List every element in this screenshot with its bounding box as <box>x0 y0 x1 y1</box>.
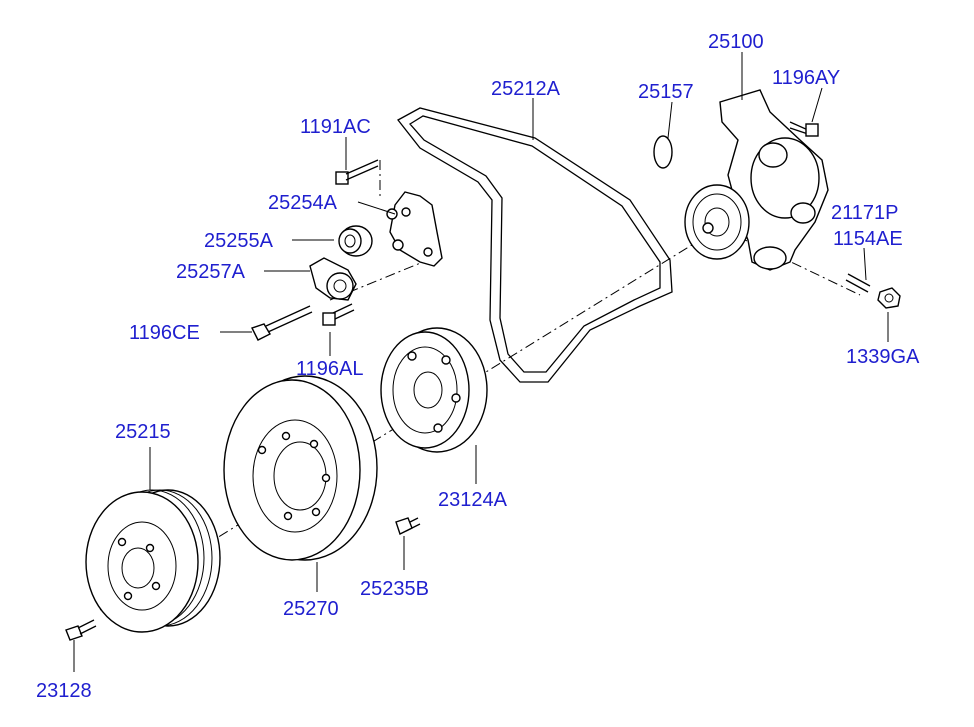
damper-25270 <box>223 375 378 561</box>
label-23128: 23128 <box>36 680 92 702</box>
bolt-1196ay <box>789 121 819 137</box>
label-1191ac: 1191AC <box>300 116 371 138</box>
label-25270: 25270 <box>283 598 339 620</box>
label-25157: 25157 <box>638 81 694 103</box>
label-25215: 25215 <box>115 421 171 443</box>
water-pump <box>684 89 829 271</box>
gasket-25157 <box>653 135 673 169</box>
bolt-25235b <box>395 517 421 535</box>
label-1196ce: 1196CE <box>129 322 200 344</box>
label-1196al: 1196AL <box>296 358 363 380</box>
label-25100: 25100 <box>708 31 764 53</box>
label-25255a: 25255A <box>204 230 274 252</box>
label-25212a: 25212A <box>491 78 561 100</box>
bolt-1196ce <box>251 305 313 341</box>
nut-1339ga <box>877 287 901 309</box>
bolt-1196al <box>322 303 355 326</box>
drive-belt <box>397 107 673 383</box>
stud-1154ae <box>845 273 871 293</box>
label-1196ay: 1196AY <box>772 67 840 89</box>
label-25254a: 25254A <box>268 192 338 214</box>
tensioner <box>309 257 357 301</box>
tensioner-bracket <box>386 191 443 267</box>
bolt-1191ac <box>335 159 379 185</box>
bolt-23128 <box>65 619 97 641</box>
label-25235b: 25235B <box>360 578 429 600</box>
part-labels: 25100 25212A 25157 1196AY 1191AC 25254A … <box>36 31 920 702</box>
crank-pulley-25215 <box>85 489 221 633</box>
leader-lines <box>73 52 889 672</box>
label-1154ae: 1154AE <box>833 228 903 250</box>
label-1339ga: 1339GA <box>846 346 920 368</box>
pulley-23124a <box>380 327 488 453</box>
label-23124a: 23124A <box>438 489 508 511</box>
idler-pulley <box>338 225 373 257</box>
label-21171p: 21171P <box>831 202 898 224</box>
label-25257a: 25257A <box>176 261 246 283</box>
